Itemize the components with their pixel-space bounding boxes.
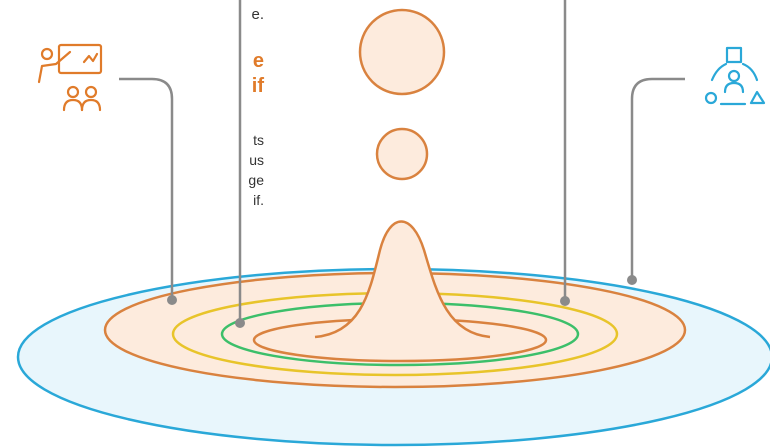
connector-dot-left-inner xyxy=(235,318,245,328)
connector-dot-left-outer xyxy=(167,295,177,305)
connector-right-outer xyxy=(632,79,685,280)
shapes-community-icon xyxy=(706,48,764,104)
connector-dot-right-outer xyxy=(627,275,637,285)
presentation-teacher-icon xyxy=(39,45,101,110)
droplet-small xyxy=(377,129,427,179)
left-panel-body-line-3: ge xyxy=(248,172,264,188)
connector-left-outer xyxy=(119,79,172,300)
left-panel-heading-line-2: if xyxy=(252,75,264,98)
left-panel-body-line-2: us xyxy=(249,152,264,168)
left-panel-body-line-4: if. xyxy=(253,192,264,208)
left-panel-heading-line-1: e xyxy=(253,50,264,73)
left-panel-body-line-1: ts xyxy=(253,132,264,148)
connector-dot-right-inner xyxy=(560,296,570,306)
left-panel-top-text: e. xyxy=(251,6,264,23)
droplet-large xyxy=(360,10,444,94)
